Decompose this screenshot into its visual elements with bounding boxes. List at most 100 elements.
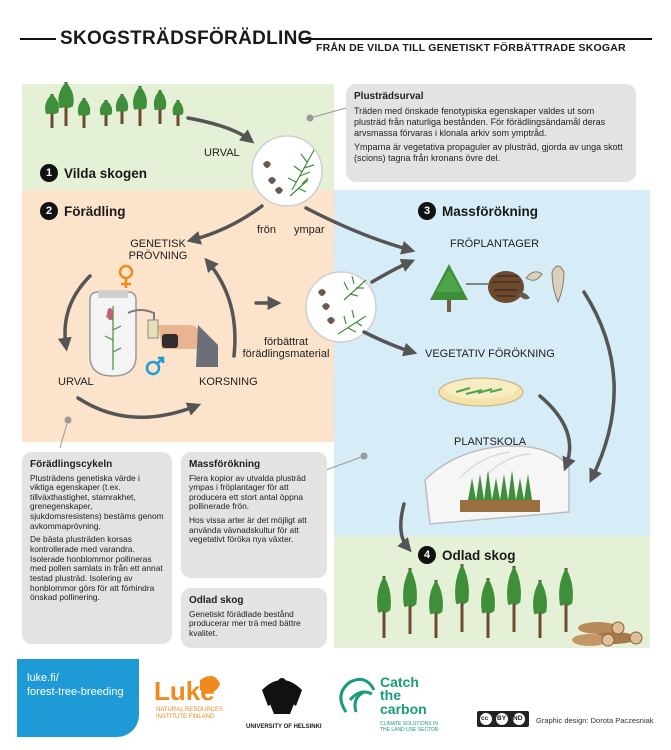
female-symbol-icon <box>118 264 134 288</box>
step-4-label: Odlad skog <box>442 547 516 563</box>
tree-icon <box>45 94 59 128</box>
cultivated-trees-group <box>377 564 573 638</box>
wild-trees-group <box>45 82 184 128</box>
label-fron: frön <box>257 224 276 236</box>
step-2-label: Förädling <box>64 203 126 219</box>
seedling-icon <box>476 474 484 500</box>
callout-lines <box>59 107 368 471</box>
catch-the-carbon-logo-icon <box>339 677 376 713</box>
arrow-material-to-orchard <box>370 258 416 284</box>
catch-the-carbon-subtitle: CLIMATE SOLUTIONS IN THE LAND USE SECTOR <box>380 721 439 733</box>
ctc-sub-line1: CLIMATE SOLUTIONS IN <box>380 721 438 727</box>
arrow-testing-to-urval <box>57 274 92 352</box>
mass-title: Massförökning <box>189 459 261 470</box>
petri-dish-icon <box>438 377 524 407</box>
info-box-foradlingscykeln: Förädlingscykeln Plusträdens genetiska v… <box>22 452 172 644</box>
label-urval-top: URVAL <box>204 147 240 159</box>
cykel-title: Förädlingscykeln <box>30 459 113 470</box>
seedling-icon <box>508 470 516 500</box>
odlad-title: Odlad skog <box>189 595 244 606</box>
arrow-nursery-to-forest <box>397 502 412 553</box>
helsinki-logo-text: UNIVERSITY OF HELSINKI <box>246 724 322 730</box>
flow-arrows <box>57 116 616 553</box>
luke-link-line2: forest-tree-breeding <box>27 686 124 699</box>
step-3-label: Massförökning <box>442 203 539 219</box>
info-box-odlad-skog: Odlad skog Genetiskt förädlade bestånd p… <box>181 588 327 648</box>
step-4-heading: 4 Odlad skog <box>418 546 516 564</box>
plustrad-text-1: Träden med önskade fenotypiska egenskape… <box>354 106 606 138</box>
seedling-icon <box>484 470 492 500</box>
tree-icon <box>172 100 184 126</box>
design-credit: Graphic design: Dorota Paczesniak <box>536 716 654 725</box>
seed-orchard-tree-icon <box>430 264 468 312</box>
step-1-heading: 1 Vilda skogen <box>40 164 147 182</box>
label-forbattrat-line2: förädlingsmaterial <box>242 348 330 360</box>
cone-icon <box>466 271 524 303</box>
step-1-number: 1 <box>40 164 58 182</box>
page-subtitle: FRÅN DE VILDA TILL GENETISKT FÖRBÄTTRADE… <box>316 42 626 54</box>
tree-icon <box>377 576 391 638</box>
by-label: BY <box>497 715 507 722</box>
ctc-line2: the <box>380 687 401 704</box>
luke-link-line1: luke.fi/ <box>27 672 59 684</box>
page-title: SKOGSTRÄDSFÖRÄDLING <box>60 28 313 49</box>
step-3-number: 3 <box>418 202 436 220</box>
luke-logo-text: Luke <box>154 676 215 706</box>
label-vegetativ: VEGETATIV FÖRÖKNING <box>425 348 555 360</box>
cykel-text-1: Plusträdens genetiska värde i viktiga eg… <box>30 472 164 531</box>
label-forbattrat-line1: förbättrat <box>263 336 309 348</box>
tree-icon <box>455 564 469 632</box>
cykel-text-2: De bästa plusträden korsas kontrollerade… <box>30 534 163 603</box>
luke-sub-line2: INSTITUTE FINLAND <box>156 713 215 720</box>
step-2-number: 2 <box>40 202 58 220</box>
tree-icon <box>559 568 573 632</box>
label-froplantager: FRÖPLANTAGER <box>450 238 540 250</box>
header-rule-right <box>300 38 652 40</box>
tree-icon <box>403 568 417 634</box>
arrow-vegetative-to-nursery <box>538 394 576 472</box>
label-urval-left: URVAL <box>58 376 94 388</box>
catch-the-carbon-text: Catch the carbon <box>380 674 427 716</box>
helsinki-logo-icon <box>262 678 302 714</box>
arrow-select-to-orchard <box>304 206 416 255</box>
luke-sub-line1: NATURAL RESOURCES <box>156 707 224 713</box>
pollen-syringe-icon <box>127 309 218 367</box>
male-symbol-icon <box>145 356 165 376</box>
arrow-select-to-testing <box>186 204 264 245</box>
cc-license-icon <box>477 711 529 727</box>
seedling-icon <box>468 478 476 500</box>
label-plantskola: PLANTSKOLA <box>454 436 527 448</box>
arrow-wild-to-select <box>186 116 255 144</box>
step-1-label: Vilda skogen <box>64 165 148 181</box>
zone-foradling <box>22 190 334 442</box>
info-box-massforokning: Massförökning Flera kopior av utvalda pl… <box>181 452 327 578</box>
arrow-urval-to-korsning <box>76 396 202 419</box>
tree-icon <box>77 98 91 128</box>
tree-icon <box>153 90 167 124</box>
pollination-bag-icon <box>89 290 137 377</box>
tree-icon <box>99 100 113 126</box>
seeds-scions-circle <box>251 135 323 207</box>
tree-icon <box>429 580 443 638</box>
ctc-line1: Catch <box>380 674 419 690</box>
arrow-korsning-to-testing <box>204 257 237 358</box>
label-provning: PRÖVNING <box>128 250 188 262</box>
logs-icon <box>572 621 643 647</box>
improved-material-circle <box>305 271 377 343</box>
luke-logo-icon <box>200 671 221 693</box>
step-3-heading: 3 Massförökning <box>418 202 538 220</box>
mass-text-2: Hos vissa arter är det möjligt att använ… <box>189 515 307 545</box>
info-box-plustradsurval: Plusträdsurval Träden med önskade fenoty… <box>346 84 636 182</box>
mass-text-1: Flera kopior av utvalda plusträd ympas i… <box>189 472 306 512</box>
tree-icon <box>533 580 547 638</box>
step-4-number: 4 <box>418 546 436 564</box>
seedling-icon <box>500 474 508 500</box>
luke-link[interactable]: luke.fi/ forest-tree-breeding <box>17 659 139 737</box>
tree-icon <box>507 566 521 632</box>
arrow-orchard-to-nursery <box>582 290 616 484</box>
label-genetisk-provning: GENETISK PRÖVNING <box>118 238 198 262</box>
cc-label: cc <box>481 715 489 722</box>
step-2-heading: 2 Förädling <box>40 202 126 220</box>
seedling-icon <box>516 478 524 500</box>
